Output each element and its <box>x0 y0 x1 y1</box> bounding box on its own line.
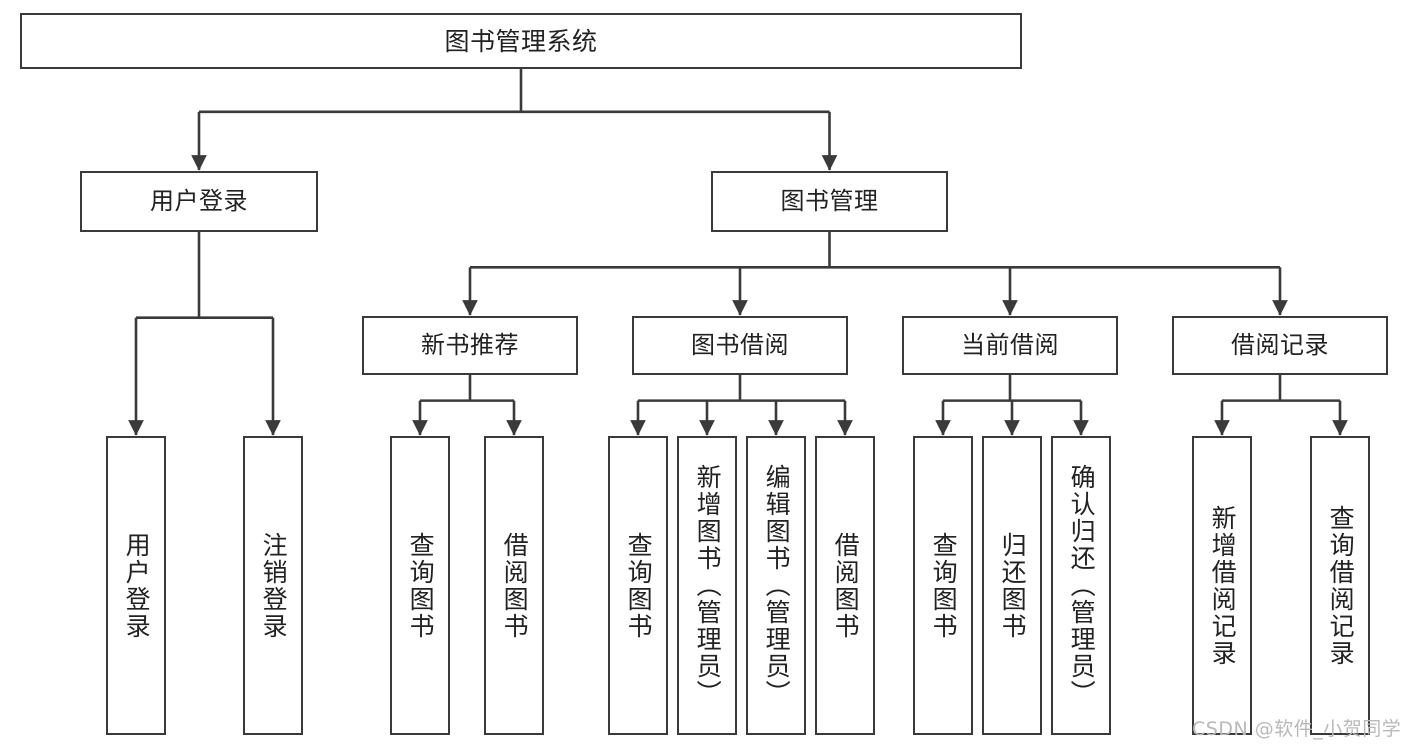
node-label: 注销登录 <box>259 531 289 640</box>
node-leaf-edit-book[interactable]: 编辑图书（管理员） <box>746 436 806 735</box>
node-leaf-return-book[interactable]: 归还图书 <box>982 436 1042 735</box>
node-book-manage[interactable]: 图书管理 <box>711 171 948 232</box>
node-label: 查询图书 <box>406 531 436 640</box>
node-label: 当前借阅 <box>961 330 1059 359</box>
node-label: 查询图书 <box>929 531 959 640</box>
node-label: 新增图书（管理员） <box>693 464 723 707</box>
node-label: 用户登录 <box>150 186 248 215</box>
node-leaf-query-record[interactable]: 查询借阅记录 <box>1310 436 1370 735</box>
node-label: 新增借阅记录 <box>1208 504 1238 667</box>
node-new-book-rec[interactable]: 新书推荐 <box>362 316 578 375</box>
node-leaf-user-login[interactable]: 用户登录 <box>106 436 166 735</box>
node-label: 图书管理系统 <box>444 26 598 56</box>
node-label: 编辑图书（管理员） <box>762 464 792 707</box>
node-label: 借阅记录 <box>1231 330 1329 359</box>
node-label: 查询图书 <box>624 531 654 640</box>
node-root[interactable]: 图书管理系统 <box>20 13 1022 69</box>
node-leaf-query-book-3[interactable]: 查询图书 <box>913 436 973 735</box>
csdn-watermark: CSDN @软件_小贺同学 <box>1192 718 1402 740</box>
node-borrow-record[interactable]: 借阅记录 <box>1172 316 1388 375</box>
node-label: 图书管理 <box>780 186 879 215</box>
node-label: 图书借阅 <box>691 330 789 359</box>
node-leaf-add-record[interactable]: 新增借阅记录 <box>1192 436 1252 735</box>
node-user-login[interactable]: 用户登录 <box>80 171 318 232</box>
node-leaf-confirm-return[interactable]: 确认归还（管理员） <box>1051 436 1111 735</box>
node-label: 确认归还（管理员） <box>1067 464 1097 707</box>
node-current-borrow[interactable]: 当前借阅 <box>902 316 1118 375</box>
node-leaf-query-book-2[interactable]: 查询图书 <box>608 436 668 735</box>
node-label: 借阅图书 <box>831 531 861 640</box>
node-label: 查询借阅记录 <box>1326 504 1356 667</box>
node-leaf-borrow-book-2[interactable]: 借阅图书 <box>815 436 875 735</box>
node-leaf-query-book-1[interactable]: 查询图书 <box>390 436 450 735</box>
node-leaf-borrow-book-1[interactable]: 借阅图书 <box>484 436 544 735</box>
node-leaf-add-book[interactable]: 新增图书（管理员） <box>677 436 737 735</box>
node-label: 新书推荐 <box>421 330 519 359</box>
node-label: 归还图书 <box>998 531 1028 640</box>
node-leaf-logout[interactable]: 注销登录 <box>243 436 303 735</box>
node-label: 用户登录 <box>122 531 152 640</box>
node-label: 借阅图书 <box>500 531 530 640</box>
node-book-borrow[interactable]: 图书借阅 <box>632 316 848 375</box>
